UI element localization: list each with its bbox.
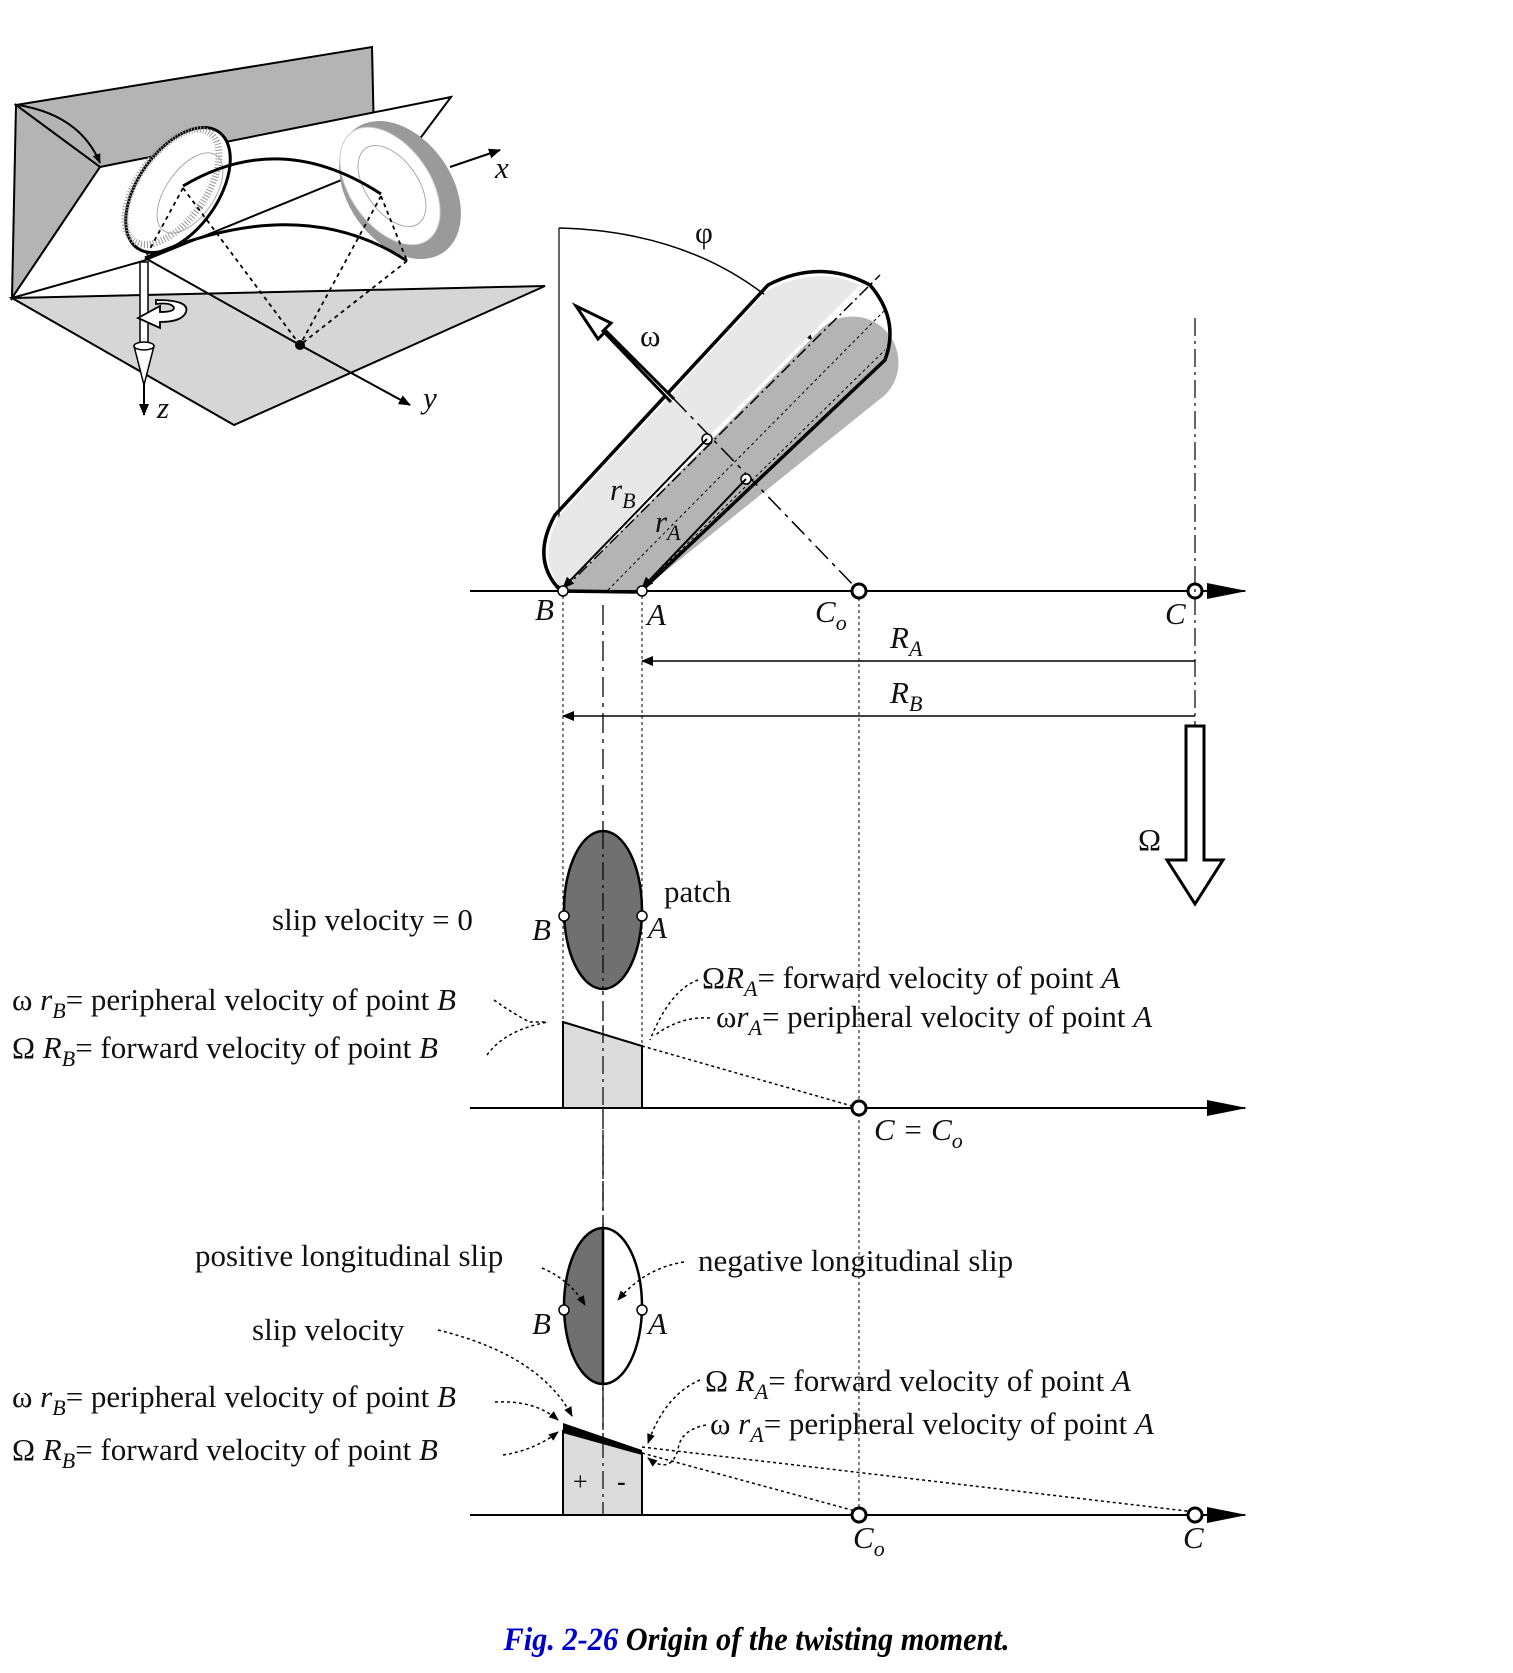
patch-point-b-label: B bbox=[532, 912, 551, 947]
minus-sign: - bbox=[617, 1467, 626, 1496]
center-c-label-2: C bbox=[1183, 1520, 1204, 1555]
ground-curve bbox=[144, 223, 408, 263]
patch2-point-a-label: A bbox=[646, 1306, 668, 1341]
yaw-label: Ω bbox=[1138, 822, 1161, 857]
right-wheel bbox=[339, 126, 441, 246]
radius-a-arrow bbox=[641, 478, 747, 589]
slip-velocity-wedge bbox=[563, 1423, 642, 1455]
z-cone-base bbox=[133, 341, 155, 351]
contact-line bbox=[144, 257, 301, 346]
positive-slip-label: positive longitudinal slip bbox=[195, 1238, 503, 1273]
right-wheel-hub bbox=[357, 144, 427, 228]
center-co-marker-2 bbox=[850, 1506, 868, 1524]
center-co-label: Co bbox=[815, 594, 847, 635]
radius-b-label: rB bbox=[610, 472, 636, 513]
b-forward-label-2: Ω RB= forward velocity of point B bbox=[12, 1432, 438, 1473]
slope-to-c bbox=[641, 1446, 1196, 1513]
patch2-point-b bbox=[558, 1304, 570, 1316]
caption-number: Fig. 2-26 bbox=[503, 1622, 619, 1658]
construction-lines bbox=[144, 187, 408, 346]
case-no-slip: B A patch slip velocity = 0 C = Co ω rB=… bbox=[12, 829, 1247, 1153]
patch-label: patch bbox=[664, 874, 732, 909]
big-radius-a-label: RA bbox=[889, 620, 923, 661]
patch-positive-half bbox=[564, 1228, 603, 1384]
left-wheel-hub bbox=[156, 152, 224, 234]
a-peripheral-label: ωrA= peripheral velocity of point A bbox=[716, 999, 1153, 1040]
a-peripheral-label-2: ω rA= peripheral velocity of point A bbox=[710, 1406, 1155, 1447]
slip-zero-label: slip velocity = 0 bbox=[272, 902, 473, 937]
omega-label: ω bbox=[640, 318, 660, 353]
plus-sign: + bbox=[573, 1467, 588, 1496]
big-radius-b-label: RB bbox=[889, 675, 922, 716]
center-c-equals-co-label: C = Co bbox=[874, 1112, 963, 1153]
axis-y-label: y bbox=[420, 380, 437, 415]
b-peripheral-leader-2 bbox=[494, 1401, 559, 1421]
left-wheel bbox=[124, 125, 232, 255]
a-forward-label-2: Ω RA= forward velocity of point A bbox=[705, 1363, 1132, 1404]
patch-point-b bbox=[558, 910, 570, 922]
point-a-label: A bbox=[645, 597, 667, 632]
yaw-arrow bbox=[1164, 724, 1226, 907]
yaw-rotation-icon bbox=[135, 299, 188, 330]
center-ccoincident-marker bbox=[850, 1099, 868, 1117]
tyre-centerline bbox=[562, 274, 881, 591]
perspective-view: x y z bbox=[8, 45, 546, 427]
road-plane bbox=[8, 285, 546, 427]
left-wheel-tread bbox=[121, 126, 223, 248]
slip-velocity-leader bbox=[437, 1329, 573, 1417]
radius-b-arrow bbox=[562, 438, 708, 589]
velocity-slope-line bbox=[641, 1045, 860, 1109]
b-forward-leader-2 bbox=[502, 1431, 559, 1456]
b-peripheral-label: ω rB= peripheral velocity of point B bbox=[12, 982, 456, 1023]
center-co-label-2: Co bbox=[853, 1520, 885, 1561]
tyre-top-view bbox=[542, 269, 899, 594]
patch-point-a bbox=[636, 910, 648, 922]
negative-slip-leader bbox=[617, 1261, 685, 1301]
slip-velocity-label: slip velocity bbox=[252, 1312, 405, 1347]
a-forward-label: ΩRA= forward velocity of point A bbox=[702, 960, 1121, 1001]
axle-curve bbox=[182, 157, 382, 196]
point-b-label: B bbox=[535, 592, 554, 627]
z-shaft bbox=[139, 261, 149, 353]
patch2-point-a bbox=[636, 1304, 648, 1316]
caption-text: Origin of the twisting moment. bbox=[625, 1622, 1010, 1658]
axis-x-label: x bbox=[494, 150, 509, 185]
tyre-outline bbox=[542, 269, 892, 594]
axis-x-line bbox=[449, 148, 501, 168]
omega-arrow bbox=[571, 302, 676, 404]
case-slip: B A positive longitudinal slip negative … bbox=[12, 1130, 1247, 1561]
top-view: φ ω rB rA B A Co C bbox=[470, 215, 1247, 907]
figure-caption: Fig. 2-26 Origin of the twisting moment. bbox=[61, 1622, 1453, 1659]
point-a-marker bbox=[636, 585, 648, 597]
a-peripheral-leader-2 bbox=[647, 1424, 707, 1467]
wheel-axis-line bbox=[673, 398, 859, 591]
center-c-label: C bbox=[1165, 596, 1186, 631]
center-co-marker bbox=[850, 582, 868, 600]
axis-y-line bbox=[299, 344, 411, 406]
center-c-marker-2 bbox=[1186, 1506, 1204, 1524]
patch2-point-b-label: B bbox=[532, 1306, 551, 1341]
b-leader-lines bbox=[486, 999, 549, 1056]
patch-point-a-label: A bbox=[646, 910, 668, 945]
slope-to-co bbox=[641, 1452, 860, 1513]
point-b-marker bbox=[557, 585, 569, 597]
radius-a-label: rA bbox=[655, 504, 681, 545]
wall-arc-arrow bbox=[17, 104, 101, 164]
phi-label: φ bbox=[695, 215, 713, 250]
axis-z-label: z bbox=[156, 390, 169, 425]
b-forward-label: Ω RB= forward velocity of point B bbox=[12, 1030, 438, 1071]
negative-slip-label: negative longitudinal slip bbox=[698, 1243, 1013, 1278]
a-forward-leader-2 bbox=[647, 1379, 701, 1444]
b-peripheral-label-2: ω rB= peripheral velocity of point B bbox=[12, 1379, 456, 1420]
a-leader-lines bbox=[649, 979, 711, 1041]
